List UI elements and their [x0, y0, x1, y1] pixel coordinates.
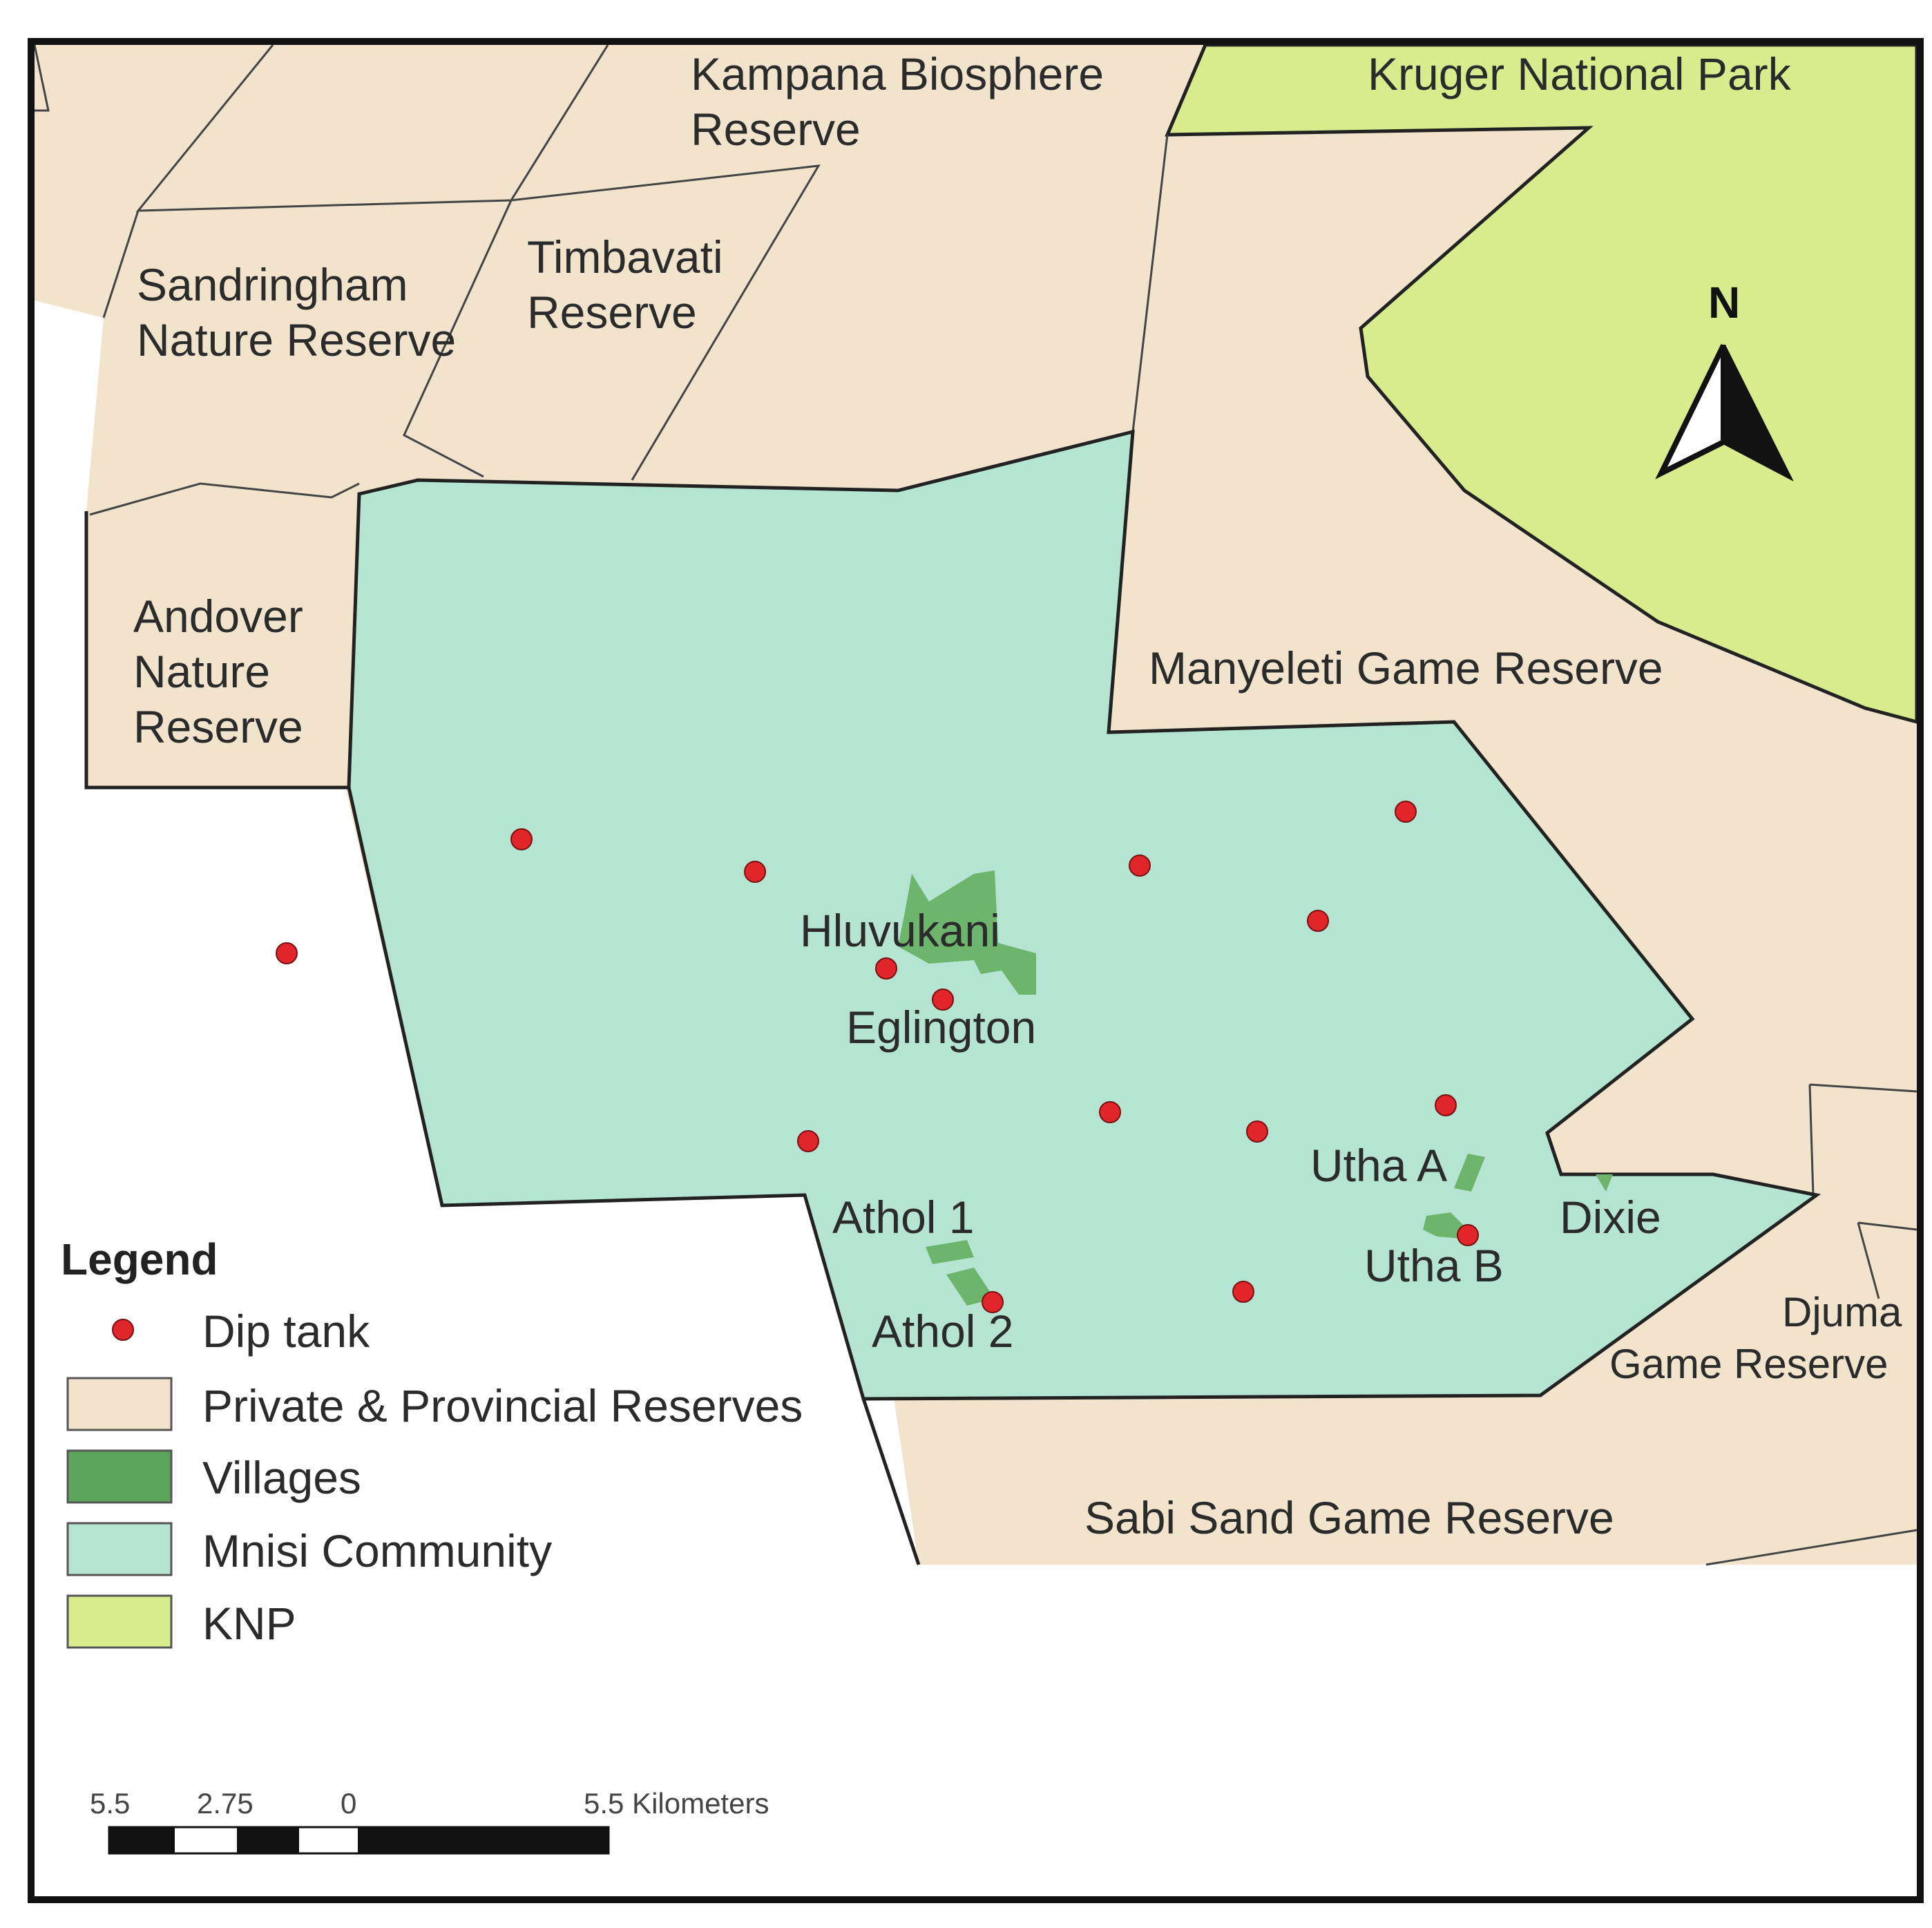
- legend-swatch-mnisi: [66, 1522, 173, 1576]
- dip-tank: [875, 957, 897, 980]
- label-djuma-2: Game Reserve: [1609, 1341, 1888, 1387]
- label-athol1: Athol 1: [832, 1192, 974, 1243]
- dip-tank: [1307, 910, 1329, 932]
- dip-tanks: [276, 801, 1479, 1313]
- legend-title: Legend: [61, 1234, 218, 1284]
- unprotected-area: [35, 300, 919, 1565]
- legend-label-mnisi: Mnisi Community: [202, 1525, 552, 1576]
- label-kampana-2: Reserve: [691, 104, 861, 155]
- scale-tick-0: 0: [341, 1787, 356, 1820]
- label-sandringham-2: Nature Reserve: [137, 314, 456, 365]
- label-andover-3: Reserve: [133, 701, 303, 752]
- legend-label-villages: Villages: [202, 1452, 361, 1503]
- village-dixie: [1596, 1174, 1613, 1192]
- label-kampana: Kampana Biosphere: [691, 48, 1104, 99]
- dip-tank: [1232, 1281, 1254, 1303]
- dip-tank: [1457, 1224, 1479, 1246]
- map-border: [28, 38, 1924, 1903]
- north-label: N: [1708, 278, 1740, 327]
- scale-segment: [109, 1827, 175, 1853]
- scale-bar: 5.5 2.75 0 5.5 Kilometers: [90, 1787, 769, 1855]
- label-kruger: Kruger National Park: [1368, 48, 1792, 99]
- label-manyeleti: Manyeleti Game Reserve: [1149, 642, 1663, 694]
- label-sabi-sand: Sabi Sand Game Reserve: [1084, 1492, 1614, 1543]
- dip-tank: [1395, 801, 1417, 823]
- legend-label-knp: KNP: [202, 1598, 296, 1649]
- north-arrow-right-half: [1721, 344, 1794, 481]
- village-athol1: [926, 1240, 974, 1264]
- village-hluvukani: [898, 870, 1036, 995]
- label-timbavati-2: Reserve: [527, 287, 697, 338]
- north-arrow: N: [1655, 278, 1794, 481]
- dip-tank: [797, 1130, 819, 1152]
- dip-tank: [276, 942, 298, 964]
- label-sandringham: Sandringham: [137, 259, 408, 310]
- legend-label-reserves: Private & Provincial Reserves: [202, 1380, 803, 1431]
- legend-swatch-knp: [66, 1594, 173, 1649]
- reserve-labels: Kampana Biosphere Reserve Kruger Nationa…: [133, 48, 1902, 1543]
- dip-tank: [982, 1291, 1004, 1313]
- village-athol2: [946, 1268, 995, 1306]
- reserve-boundaries: [33, 44, 1917, 1566]
- scale-segment: [358, 1827, 609, 1853]
- scale-segment: [237, 1827, 299, 1853]
- label-dixie: Dixie: [1560, 1192, 1661, 1243]
- label-andover-2: Nature: [133, 646, 270, 697]
- dip-tank: [744, 861, 766, 883]
- label-hluvukani: Hluvukani: [800, 905, 1000, 956]
- legend-swatch-villages: [66, 1449, 173, 1504]
- andover-boundary: [84, 511, 349, 790]
- village-labels: Hluvukani Eglington Athol 1 Athol 2 Utha…: [800, 905, 1661, 1357]
- dip-tank: [1435, 1094, 1457, 1116]
- mnisi-community-area: [347, 429, 1821, 1401]
- dip-tank: [1129, 855, 1151, 877]
- label-andover: Andover: [133, 591, 303, 642]
- label-djuma: Djuma: [1782, 1289, 1902, 1335]
- legend-dip-tank-icon: [112, 1319, 134, 1341]
- legend-label-dip-tank: Dip tank: [202, 1306, 370, 1357]
- label-utha-a: Utha A: [1310, 1140, 1447, 1191]
- scale-tick-5-5-km: 5.5 Kilometers: [584, 1787, 769, 1820]
- label-utha-b: Utha B: [1364, 1240, 1504, 1291]
- scale-tick-2-75: 2.75: [197, 1787, 254, 1820]
- legend: Legend Dip tank Private & Provincial Res…: [61, 1234, 803, 1649]
- label-eglington: Eglington: [846, 1002, 1036, 1053]
- dip-tank: [932, 989, 954, 1011]
- scale-tick-5-5: 5.5: [90, 1787, 130, 1820]
- village-utha-a: [1454, 1154, 1485, 1192]
- label-timbavati: Timbavati: [527, 231, 723, 283]
- label-athol2: Athol 2: [872, 1306, 1013, 1357]
- sabi-sand-boundary: [861, 1398, 921, 1565]
- villages: [898, 870, 1613, 1306]
- dip-tank: [1246, 1120, 1268, 1143]
- dip-tank: [1099, 1101, 1121, 1123]
- legend-swatch-reserves: [66, 1377, 173, 1431]
- dip-tank: [510, 828, 533, 850]
